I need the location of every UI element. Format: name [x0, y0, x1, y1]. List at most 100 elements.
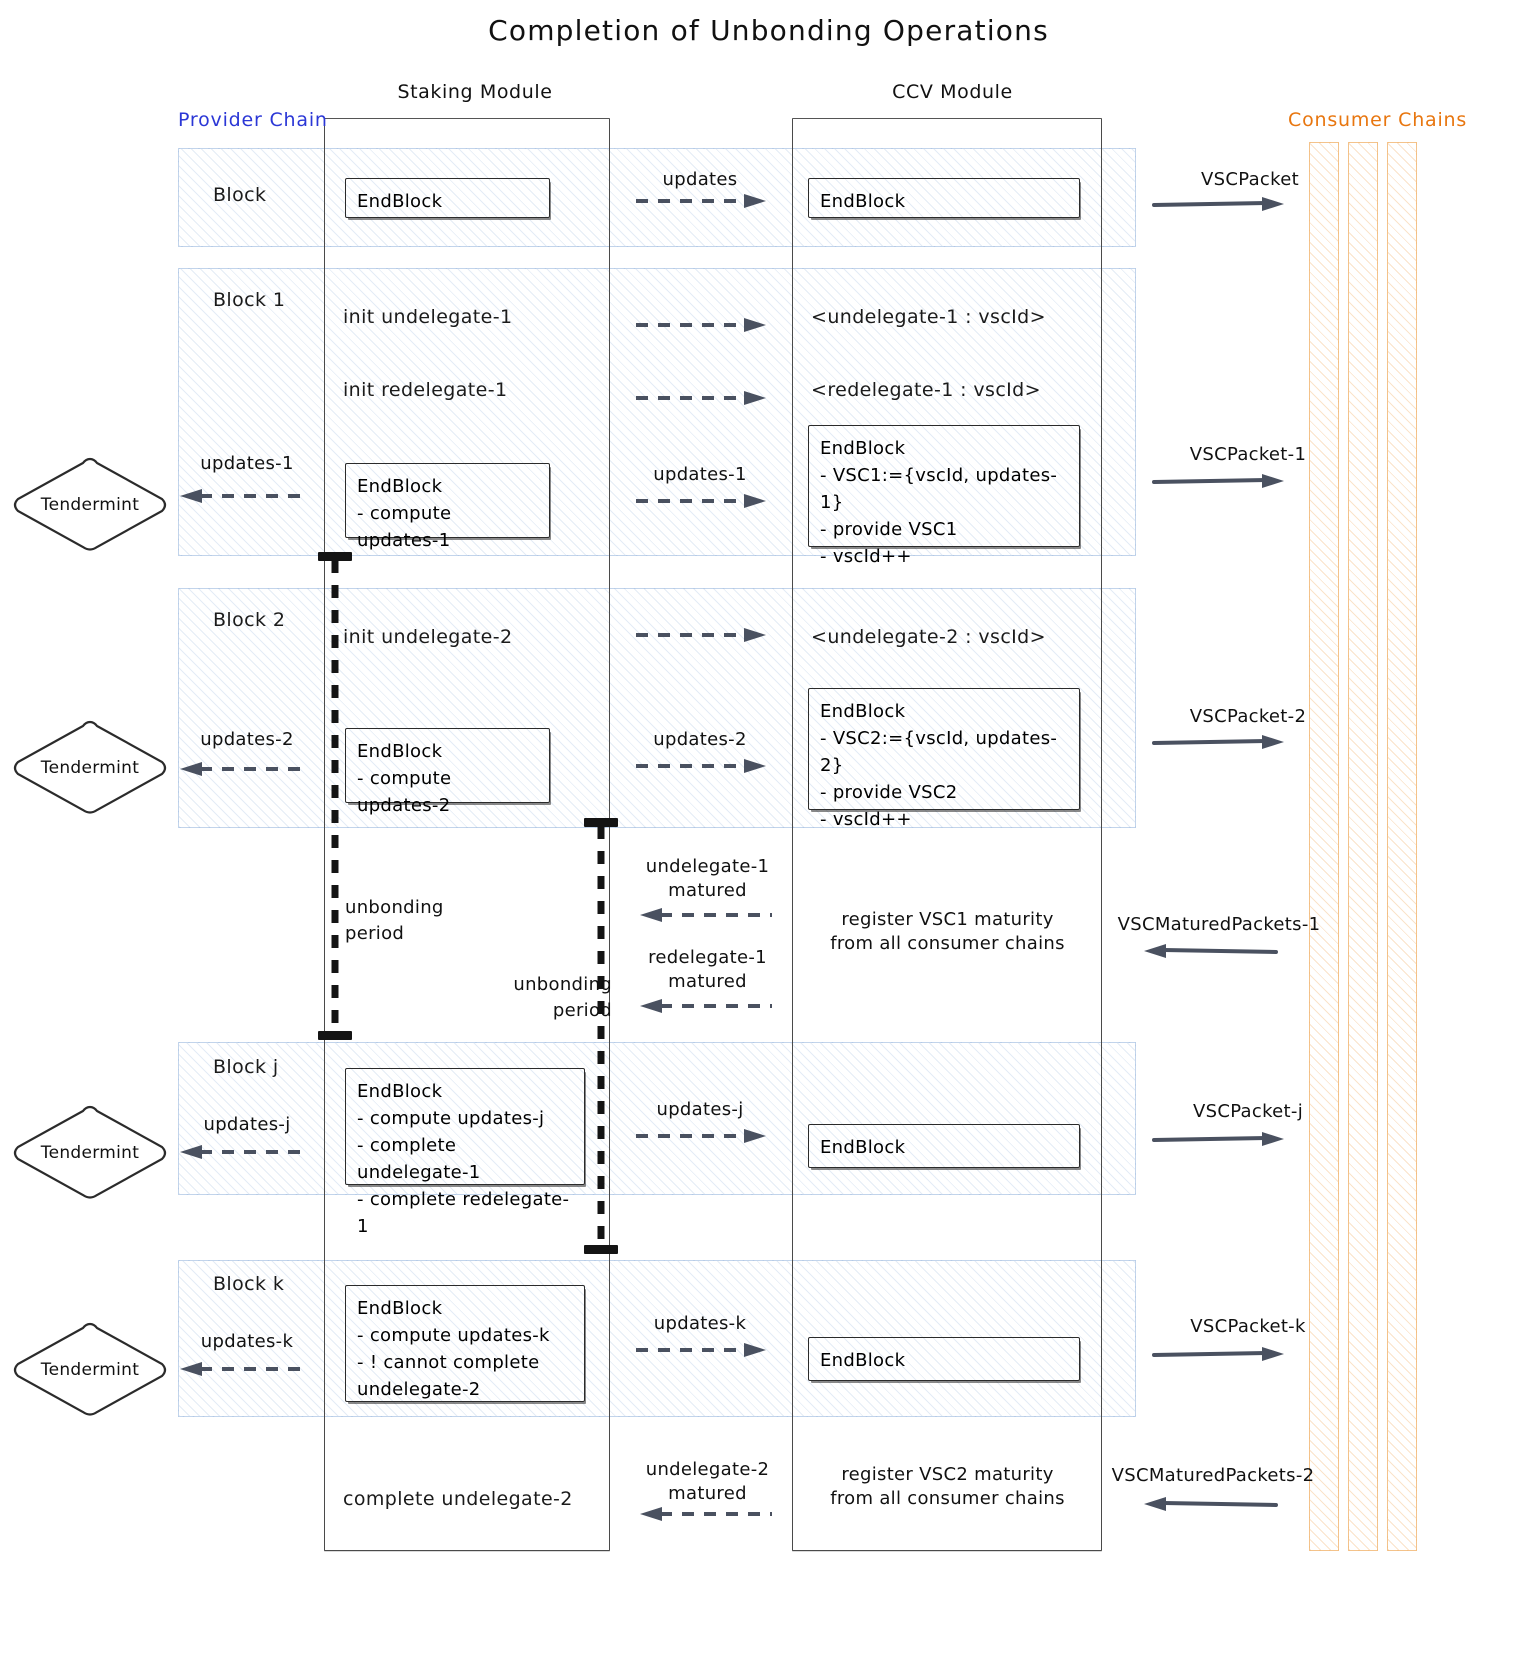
block-3-staking-note: EndBlock - compute updates-j - complete …: [345, 1068, 585, 1237]
block-2-updates-arrow: [634, 757, 770, 775]
block-band-4: [178, 1260, 1136, 1417]
block-1-ccv-note: EndBlock - VSC1:={vscId, updates-1} - pr…: [808, 425, 1080, 567]
block-2-ccv-note: EndBlock - VSC2:={vscId, updates-2} - pr…: [808, 688, 1080, 830]
note-line: EndBlock: [357, 1298, 443, 1319]
block-1-row-0-staking-text: init undelegate-1: [343, 306, 513, 328]
note-line: - complete undelegate-1: [357, 1135, 481, 1183]
bracket-bottom-cap: [318, 1031, 352, 1040]
unbonding-period-label-2: unbonding period: [513, 974, 612, 1022]
block-2-updates-left-label: updates-2: [200, 729, 294, 750]
block-4-updates-left-label: updates-k: [200, 1331, 294, 1352]
block-1-row-0-ccv-text: <undelegate-1 : vscId>: [811, 306, 1046, 328]
block-3-updates-left-arrow: [176, 1143, 306, 1161]
block-4-updates-left-arrow: [176, 1360, 306, 1378]
note-line: EndBlock: [357, 191, 443, 212]
note-line: - compute updates-k: [357, 1325, 550, 1346]
note-line: EndBlock: [357, 741, 443, 762]
ccv-module-lifeline: [792, 118, 1102, 1551]
note-line: - compute updates-2: [357, 768, 452, 816]
block-2-staking-note: EndBlock - compute updates-2: [345, 728, 550, 816]
note-line: EndBlock: [357, 1081, 443, 1102]
block-3-updates-arrow: [634, 1127, 770, 1145]
block-1-updates-left-arrow: [176, 487, 306, 505]
consumer-chain-bar-2: [1348, 142, 1378, 1551]
note-line: EndBlock: [820, 701, 906, 722]
tendermint-node-1: Tendermint: [10, 455, 170, 555]
note-line: - compute updates-1: [357, 503, 452, 551]
note-line: - vscId++: [820, 546, 912, 567]
block-1-name: Block 1: [213, 289, 286, 311]
block-2-packet-arrow: [1152, 733, 1288, 751]
block-0-updates-label: updates: [662, 169, 738, 190]
block-3-packet-arrow: [1152, 1130, 1288, 1148]
block-1-row-0-arrow: [634, 316, 770, 334]
tendermint-label: Tendermint: [40, 495, 140, 515]
note-line: - provide VSC1: [820, 519, 958, 540]
tendermint-label: Tendermint: [40, 758, 140, 778]
maturity-2-undelegate-label: undelegate-2 matured: [645, 1459, 770, 1505]
bracket-bottom-cap: [584, 1245, 618, 1254]
block-1-row-1-arrow: [634, 389, 770, 407]
maturity-1-undelegate-label: undelegate-1 matured: [645, 856, 770, 902]
maturity-1-undelegate-arrow: [636, 906, 776, 924]
note-line: - VSC1:={vscId, updates-1}: [820, 465, 1058, 513]
tendermint-node-2: Tendermint: [10, 718, 170, 818]
bracket-stem: [331, 560, 339, 1032]
block-band-0: [178, 148, 1136, 247]
block-3-updates-left-label: updates-j: [203, 1114, 291, 1135]
block-1-staking-note: EndBlock - compute updates-1: [345, 463, 550, 551]
block-1-row-1-staking-text: init redelegate-1: [343, 379, 508, 401]
consumer-chain-bar-1: [1309, 142, 1339, 1551]
block-4-updates-arrow: [634, 1341, 770, 1359]
note-line: EndBlock: [820, 1350, 906, 1371]
consumer-chains-label: Consumer Chains: [1288, 109, 1468, 131]
block-1-updates-arrow: [634, 492, 770, 510]
block-4-updates-label: updates-k: [653, 1313, 747, 1334]
bracket-top-cap: [318, 552, 352, 561]
note-line: EndBlock: [820, 1137, 906, 1158]
maturity-2-packet-label: VSCMaturedPackets-2: [1111, 1465, 1315, 1486]
block-3-updates-label: updates-j: [656, 1099, 744, 1120]
block-1-updates-left-label: updates-1: [200, 453, 294, 474]
staking-module-label: Staking Module: [397, 81, 553, 103]
note-line: - provide VSC2: [820, 782, 958, 803]
block-0-name: Block: [213, 184, 267, 206]
note-line: undelegate-2: [357, 1379, 481, 1400]
bracket-stem: [597, 826, 605, 1246]
block-1-row-1-ccv-text: <redelegate-1 : vscId>: [811, 379, 1041, 401]
block-2-row-0-staking-text: init undelegate-2: [343, 626, 513, 648]
block-band-3: [178, 1042, 1136, 1195]
block-3-ccv-note: EndBlock: [808, 1124, 1080, 1168]
block-0-updates-arrow: [634, 192, 770, 210]
page-title: Completion of Unbonding Operations: [488, 14, 1049, 47]
block-0-packet-label: VSCPacket: [1201, 169, 1299, 190]
block-4-packet-arrow: [1152, 1345, 1288, 1363]
note-line: EndBlock: [820, 438, 906, 459]
note-line: EndBlock: [820, 191, 906, 212]
note-line: - VSC2:={vscId, updates-2}: [820, 728, 1058, 776]
block-2-row-0-ccv-text: <undelegate-2 : vscId>: [811, 626, 1046, 648]
block-4-ccv-note: EndBlock: [808, 1337, 1080, 1381]
block-band-1: [178, 268, 1136, 556]
note-line: - complete redelegate-1: [357, 1189, 570, 1237]
block-4-staking-note: EndBlock - compute updates-k - ! cannot …: [345, 1285, 585, 1402]
block-2-updates-left-arrow: [176, 760, 306, 778]
ccv-module-label: CCV Module: [892, 81, 1013, 103]
maturity-1-packet-label: VSCMaturedPackets-1: [1117, 914, 1321, 935]
tendermint-label: Tendermint: [40, 1143, 140, 1163]
unbonding-period-bracket-2: [584, 818, 618, 1254]
consumer-chain-bar-3: [1387, 142, 1417, 1551]
maturity-1-packet-arrow: [1140, 942, 1280, 960]
block-1-updates-label: updates-1: [653, 464, 747, 485]
unbonding-period-bracket-1: [318, 552, 352, 1040]
note-line: - vscId++: [820, 809, 912, 830]
maturity-2-register-text: register VSC2 maturity from all consumer…: [830, 1464, 1065, 1510]
maturity-1-redelegate-arrow: [636, 997, 776, 1015]
block-2-updates-label: updates-2: [653, 729, 747, 750]
block-1-packet-arrow: [1152, 472, 1288, 490]
note-line: EndBlock: [357, 476, 443, 497]
block-2-packet-label: VSCPacket-2: [1189, 706, 1307, 727]
block-1-packet-label: VSCPacket-1: [1189, 444, 1307, 465]
note-line: - ! cannot complete: [357, 1352, 540, 1373]
note-line: - compute updates-j: [357, 1108, 545, 1129]
